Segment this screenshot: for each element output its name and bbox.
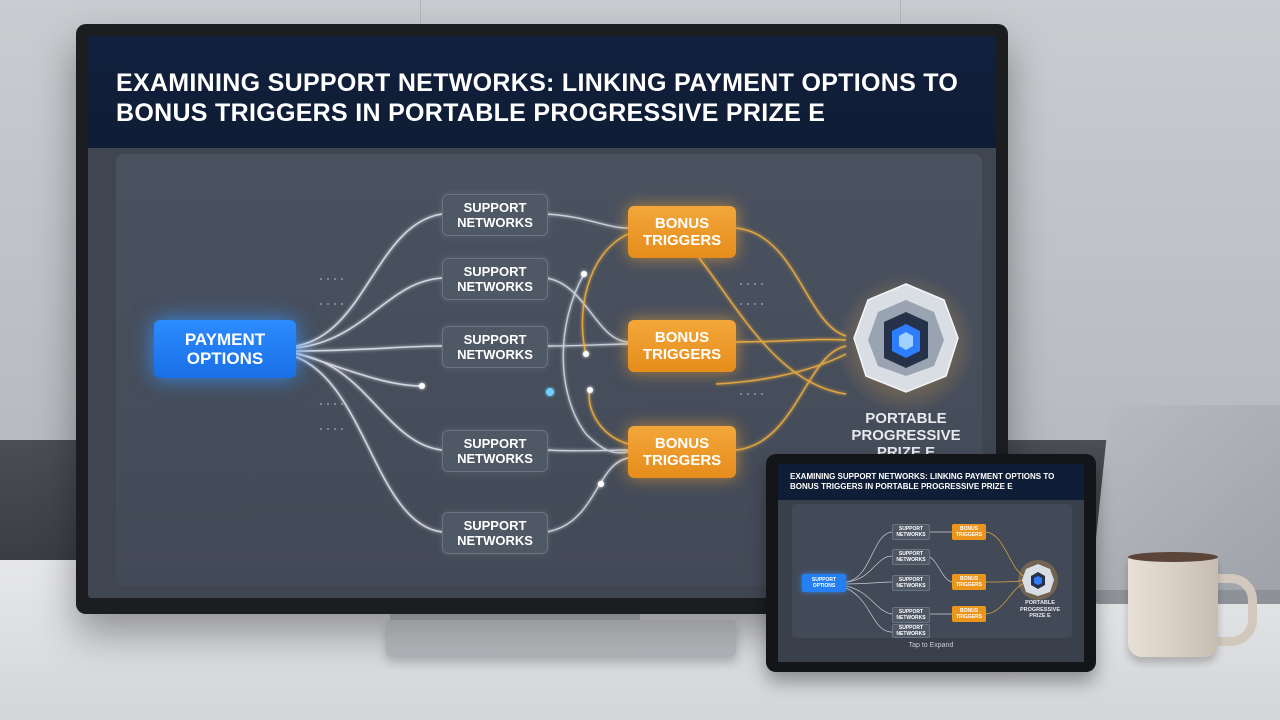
tablet-support-networks-node[interactable]: Support Networks: [892, 607, 930, 623]
tablet-prize-label: Portable Progressive Prize E: [1014, 600, 1066, 620]
mug-coffee: [1128, 552, 1218, 562]
tablet-support-networks-node[interactable]: Support Networks: [892, 575, 930, 591]
tablet-support-networks-node[interactable]: Support Networks: [892, 549, 930, 565]
support-networks-node[interactable]: Support Networks: [442, 512, 548, 554]
tablet-support-networks-node[interactable]: Support Networks: [892, 624, 930, 638]
title-bar: Examining Support Networks: Linking Paym…: [88, 36, 996, 148]
support-networks-node[interactable]: Support Networks: [442, 194, 548, 236]
coffee-mug: [1128, 555, 1218, 657]
tap-to-expand-hint[interactable]: Tap to Expand: [778, 642, 1084, 649]
tablet-diagram-stage: Support Options Support Networks Support…: [792, 504, 1072, 638]
tablet-bonus-triggers-node[interactable]: Bonus Triggers: [952, 574, 986, 590]
tablet-bonus-triggers-node[interactable]: Bonus Triggers: [952, 606, 986, 622]
support-networks-node[interactable]: Support Networks: [442, 430, 548, 472]
prize-gem-icon: [854, 284, 958, 392]
tablet-bonus-triggers-node[interactable]: Bonus Triggers: [952, 524, 986, 540]
bonus-triggers-node[interactable]: Bonus Triggers: [628, 320, 736, 372]
bonus-triggers-node[interactable]: Bonus Triggers: [628, 206, 736, 258]
page-title: Examining Support Networks: Linking Paym…: [116, 68, 976, 128]
payment-options-node[interactable]: Payment Options: [154, 320, 296, 378]
tablet-support-networks-node[interactable]: Support Networks: [892, 524, 930, 540]
support-networks-node[interactable]: Support Networks: [442, 258, 548, 300]
bonus-triggers-node[interactable]: Bonus Triggers: [628, 426, 736, 478]
tablet-title-bar: Examining Support Networks: Linking Paym…: [778, 464, 1084, 500]
tablet-payment-options-node[interactable]: Support Options: [802, 574, 846, 592]
tablet: Examining Support Networks: Linking Paym…: [766, 454, 1096, 672]
support-networks-node[interactable]: Support Networks: [442, 326, 548, 368]
monitor-base: [386, 620, 736, 656]
tablet-screen: Examining Support Networks: Linking Paym…: [778, 464, 1084, 662]
tablet-page-title: Examining Support Networks: Linking Paym…: [790, 472, 1080, 492]
